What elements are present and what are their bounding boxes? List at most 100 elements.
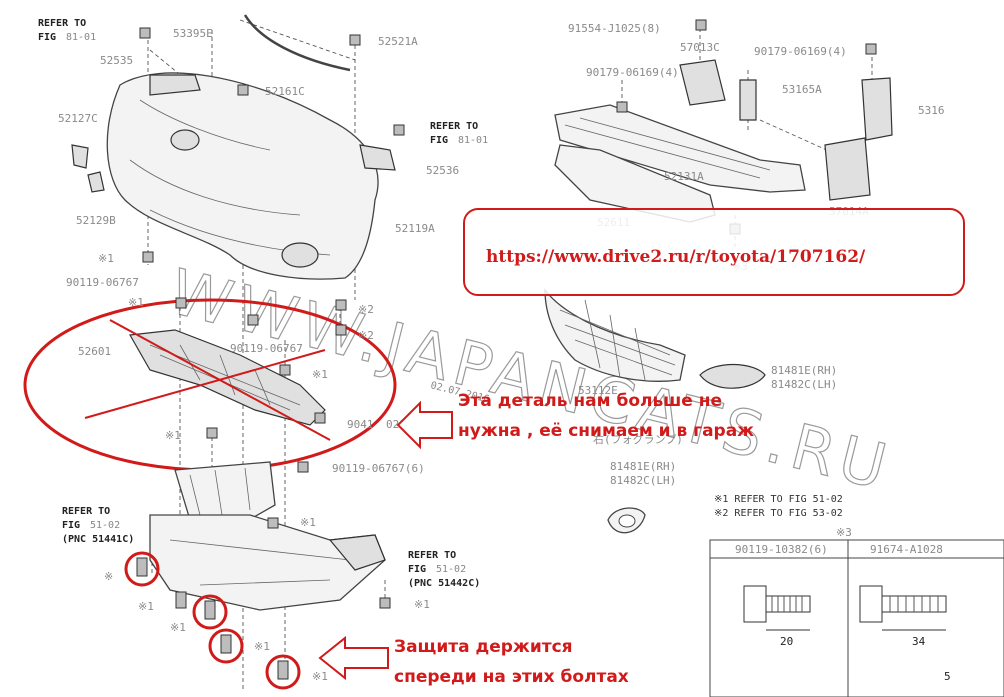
label-x1-b: ※1 [128,296,144,309]
table-col1-header: 90119-10382(6) [735,543,828,556]
note-remove-line2: нужна , её снимаем и в гараж [458,421,754,441]
dim-34: 34 [912,635,926,648]
label-refer-to-3: REFER TO [62,506,110,517]
bracket-57013c [679,59,726,106]
bolt-icon [349,34,361,46]
label-x2-b: ※2 [358,329,374,342]
part-52536-shape [359,144,396,171]
bolt-icon [277,660,289,680]
label-90119-06767-c: 90119-06767(6) [332,462,425,475]
label-81482c-lh-b: 81482C(LH) [610,474,676,487]
label-91554-j1025: 91554-J1025(8) [568,22,661,35]
fog-lamp-opening [281,242,319,268]
label-refer-to-4: REFER TO [408,550,456,561]
bolt-thread-2 [889,596,939,612]
bolt-highlight-circle [208,628,244,664]
label-52127c: 52127C [58,112,98,125]
part-52127c-shape [71,144,89,169]
label-9041-partial: 9041 [347,418,374,431]
label-52601: 52601 [78,345,111,358]
label-5316-partial: 5316 [918,104,945,117]
bracket-5316 [861,77,893,141]
bolt-icon [865,43,877,55]
bolt-icon [267,517,279,529]
under-cover-51442c [328,534,386,571]
bolt-icon [220,634,232,654]
label-x1-e: ※1 [300,516,316,529]
label-pnc-51442c: (PNC 51442C) [408,578,480,589]
bolt-icon [695,19,707,31]
note-bolts-line1: Защита держится [394,637,573,657]
label-refer-to-1: REFER TO [38,18,86,29]
bumper-cover [106,72,379,280]
bolts-left [139,27,405,609]
label-53165a: 53165A [782,83,822,96]
label-fig-2: FIG [430,135,448,146]
part-53395e-strip [243,14,351,72]
label-fig-1: FIG [38,32,56,43]
label-90179-06169-b: 90179-06169(4) [586,66,679,79]
front-bolts [124,551,301,690]
bolt-icon [616,101,628,113]
label-52119a: 52119A [395,222,435,235]
bolt-icon [314,412,326,424]
bolt-icon [175,591,187,609]
label-fog-note: 右(フォグランプ) [593,432,683,446]
label-x1-i: ※1 [254,640,270,653]
label-fig-4-num: 51-02 [436,564,466,575]
label-x1-k: ※1 [312,670,328,683]
label-ref-note-1: ※1 REFER TO FIG 51-02 [714,494,843,505]
bolt-highlight-circle [124,551,160,587]
bolt-icon [142,251,154,263]
label-81481e-rh-b: 81481E(RH) [610,460,676,473]
bolt-icon [204,600,216,620]
label-ref-note-2: ※2 REFER TO FIG 53-02 [714,508,843,519]
label-52536: 52536 [426,164,459,177]
label-fig-3: FIG [62,520,80,531]
label-x1-g: ※1 [138,600,154,613]
label-refer-to-2: REFER TO [430,121,478,132]
under-cover-51441c [149,514,386,611]
label-fig-2-num: 81-01 [458,135,488,146]
bolt-head-1 [743,585,767,623]
label-52521a: 52521A [378,35,418,48]
label-x1-d: ※1 [165,429,181,442]
page-number: 5 [944,670,951,683]
bracket-57014a [824,137,871,201]
bolt-icon [379,597,391,609]
bolt-icon [279,364,291,376]
bolt-icon [136,557,148,577]
emblem-mount [170,129,200,151]
part-52535-shape [149,74,201,96]
fog-cover-upper [699,363,766,389]
label-x1-h: ※1 [170,621,186,634]
label-90119-06767-b: 90119-06767 [230,342,303,355]
table-col2-header: 91674-A1028 [870,543,943,556]
label-52161c: 52161C [265,85,305,98]
label-x1-j: ※1 [414,598,430,611]
note-remove-line1: Эта деталь нам больше не [458,391,722,411]
url-callout-box [463,208,965,296]
bolt-icon [297,461,309,473]
label-fig-4: FIG [408,564,426,575]
fastener-table: ※3 90119-10382(6) 91674-A1028 20 34 5 [709,526,1004,697]
label-90179-06169-a: 90179-06169(4) [754,45,847,58]
bolt-shank-1 [765,595,811,613]
bolt-icon [335,299,347,311]
label-fig-3-num: 51-02 [90,520,120,531]
label-52535: 52535 [100,54,133,67]
bolt-head-2 [859,585,883,623]
source-url[interactable]: https://www.drive2.ru/r/toyota/1707162/ [486,247,866,267]
label-52129b: 52129B [76,214,116,227]
label-57013c: 57013C [680,41,720,54]
fog-cover-ring [618,514,636,528]
table-x3-label: ※3 [836,526,852,539]
label-81481e-rh-a: 81481E(RH) [771,364,837,377]
label-53112e: 53112E [578,384,618,397]
label-fig-1-num: 81-01 [66,32,96,43]
arrow-left-icon [396,400,453,450]
bolt-icon [393,124,405,136]
label-53395e: 53395E [173,27,213,40]
label-x-f: ※ [104,570,113,583]
label-x1-a: ※1 [98,252,114,265]
